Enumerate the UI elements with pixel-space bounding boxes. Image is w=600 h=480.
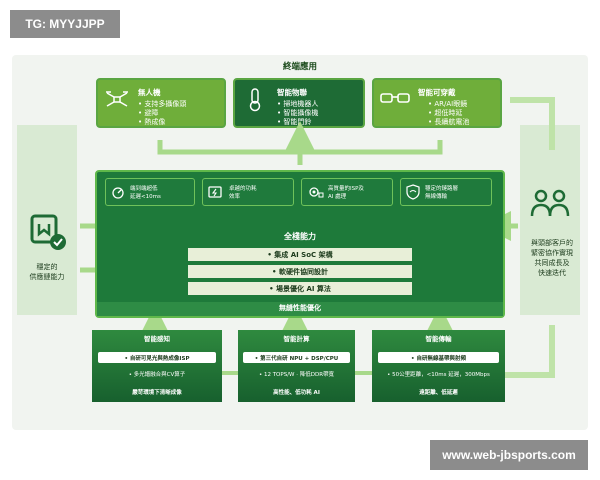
core-item-soc: • 集成 AI SoC 架構: [188, 248, 412, 261]
customers-icon: [530, 189, 570, 217]
watermark-bottom: www.web-jbsports.com: [430, 440, 588, 470]
core-title: 全棧能力: [284, 232, 316, 241]
app-title: 智能物聯: [277, 88, 307, 97]
left-label: 穩定的 供應鏈能力: [29, 263, 65, 281]
feature-line: 穩定的鏈路層: [425, 186, 459, 192]
app-title: 智能可穿戴: [418, 88, 456, 97]
list-item: • 熱成像: [138, 118, 166, 126]
feature-line: 端到端超低: [130, 186, 158, 192]
battery-icon: [208, 186, 222, 198]
thermometer-icon: [249, 88, 261, 112]
glasses-icon: [380, 93, 410, 103]
right-label: 與頭部客戶的 緊密協作實現 共同成長及 快速迭代: [531, 239, 573, 277]
list-item: • 智能攝像機: [277, 109, 319, 117]
box-line: • 12 TOPS/W · 降低DDR帶寬: [258, 372, 335, 378]
speed-icon: [112, 187, 124, 199]
box-pill: • 第三代自研 NPU + DSP/CPU: [243, 352, 350, 363]
seamless-bar: [97, 302, 503, 316]
box-line: 遠距離、低延遲: [419, 390, 458, 396]
core-item-codesign: • 軟硬件協同設計: [188, 265, 412, 278]
list-item: • 支持多攝像頭: [138, 100, 187, 108]
seamless-label: 無縫性能優化: [279, 304, 321, 312]
box-title: 智能計算: [283, 335, 310, 343]
list-item: • 避障: [138, 109, 159, 117]
feature-line: 延遲<10ms: [130, 194, 161, 200]
box-pill: • 自研無線基帶與射頻: [378, 352, 499, 363]
left-side-panel: [17, 125, 77, 315]
box-pill: • 自研可見光與熱成像ISP: [98, 352, 216, 363]
watermark-top: TG: MYYJJPP: [10, 10, 120, 38]
app-title: 無人機: [138, 88, 161, 97]
feature-line: 效率: [229, 194, 241, 200]
bottom-box-perception: 智能感知 • 自研可見光與熱成像ISP • 多光譜融合與CV算子 嚴苛環境下清晰…: [92, 330, 222, 402]
drone-icon: [106, 91, 128, 107]
list-item: • AR/AI眼鏡: [428, 100, 468, 108]
bottom-box-transmission: 智能傳輸 • 自研無線基帶與射頻 • 50公里距離，<10ms 延遲，300Mb…: [372, 330, 505, 402]
box-title: 智能感知: [144, 335, 170, 343]
list-item: • 掃地機器人: [277, 100, 319, 108]
box-line: • 多光譜融合與CV算子: [128, 372, 186, 378]
app-box-wearable: 智能可穿戴 • AR/AI眼鏡 • 超低時延 • 長續航電池: [372, 78, 502, 128]
feature-line: 高質量的ISP及: [328, 186, 364, 192]
list-item: • 超低時延: [428, 109, 463, 117]
feature-isp: 高質量的ISP及 AI 處理: [301, 178, 393, 206]
feature-wireless: 穩定的鏈路層無線傳輸: [400, 178, 492, 206]
top-title: 終端應用: [282, 62, 317, 72]
feature-line: 卓越的功耗: [229, 186, 257, 192]
bottom-box-compute: 智能計算 • 第三代自研 NPU + DSP/CPU • 12 TOPS/W ·…: [238, 330, 355, 402]
right-side-panel: [520, 125, 580, 315]
supply-chain-icon: [30, 214, 66, 250]
shield-wifi-icon: [406, 184, 420, 200]
gear-chip-icon: [309, 187, 324, 198]
app-box-drone: 無人機 • 支持多攝像頭 • 避障 • 熱成像: [96, 78, 226, 128]
box-line: 高性能、低功耗 AI: [273, 390, 320, 396]
list-item: • 長續航電池: [428, 118, 470, 126]
box-line: 嚴苛環境下清晰成像: [132, 390, 182, 396]
box-line: • 50公里距離，<10ms 延遲，300Mbps: [387, 372, 490, 378]
feature-line: 無線傳輸: [425, 194, 448, 200]
feature-power: 卓越的功耗效率: [202, 178, 294, 206]
box-title: 智能傳輸: [425, 335, 452, 343]
core-item-algorithm: • 場景優化 AI 算法: [188, 282, 412, 295]
feature-latency: 端到端超低延遲<10ms: [105, 178, 195, 206]
feature-line: AI 處理: [328, 194, 347, 200]
